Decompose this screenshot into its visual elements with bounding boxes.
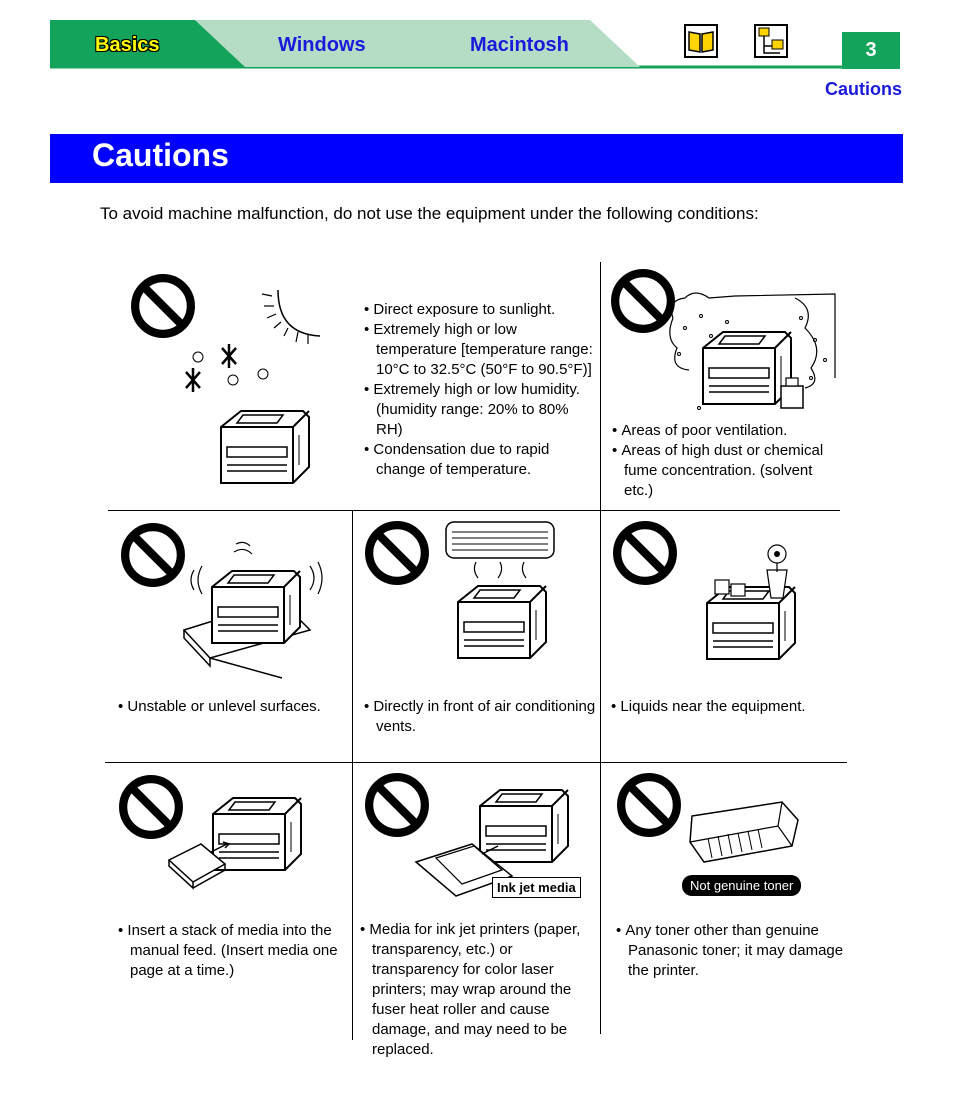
liquids-illustration: [705, 544, 797, 661]
grid-divider: [352, 510, 353, 762]
grid-divider: [105, 762, 847, 763]
not-genuine-toner-label: Not genuine toner: [682, 875, 802, 896]
title-banner: Cautions: [50, 134, 903, 183]
list-item: Any toner other than genuine Panasonic t…: [616, 921, 848, 981]
grid-divider: [108, 510, 840, 511]
nav-tab-bar: Basics Windows Macintosh: [50, 20, 900, 69]
poor-ventilation-illustration: [669, 292, 836, 410]
list-item: Directly in front of air conditioning ve…: [364, 697, 596, 737]
cell-unstable-text: Unstable or unlevel surfaces.: [118, 697, 350, 717]
cell-liquids-text: Liquids near the equipment.: [611, 697, 843, 717]
unstable-surface-illustration: [182, 541, 323, 679]
air-conditioner-illustration: [445, 521, 555, 660]
toner-cartridge-illustration: [689, 801, 799, 863]
page-title: Cautions: [92, 137, 229, 173]
grid-divider: [600, 510, 601, 762]
tab-macintosh-bg: [390, 20, 640, 67]
list-item: Areas of high dust or chemical fume conc…: [612, 441, 842, 501]
list-item: Media for ink jet printers (paper, trans…: [360, 920, 596, 1060]
intro-text: To avoid machine malfunction, do not use…: [100, 204, 759, 223]
tab-basics[interactable]: Basics: [95, 34, 160, 56]
list-item: Condensation due to rapid change of temp…: [364, 440, 596, 480]
prohibition-icon: [616, 772, 682, 838]
network-icon[interactable]: [754, 24, 788, 58]
cell-aircon-text: Directly in front of air conditioning ve…: [364, 697, 596, 737]
prohibition-icon: [612, 520, 678, 586]
inkjet-media-label: Ink jet media: [492, 877, 581, 898]
list-item: Unstable or unlevel surfaces.: [118, 697, 350, 717]
tab-shapes: [50, 20, 900, 69]
manual-feed-illustration: [167, 796, 303, 890]
book-icon[interactable]: [684, 24, 718, 58]
tab-macintosh[interactable]: Macintosh: [470, 34, 569, 56]
list-item: Extremely high or low humidity. (humidit…: [364, 380, 596, 440]
tab-windows-bg: [195, 20, 445, 67]
grid-divider: [600, 262, 601, 510]
list-item: Areas of poor ventilation.: [612, 421, 842, 441]
cell-toner-text: Any toner other than genuine Panasonic t…: [616, 921, 848, 981]
inkjet-media-illustration: [414, 788, 570, 897]
tab-basics-bg: [50, 20, 245, 67]
sunlight-temperature-illustration: [185, 289, 321, 485]
section-link-cautions[interactable]: Cautions: [824, 79, 902, 99]
cell-ventilation-text: Areas of poor ventilation. Areas of high…: [612, 421, 842, 501]
list-item: Insert a stack of media into the manual …: [118, 921, 350, 981]
grid-divider: [352, 762, 353, 1040]
cell-inkjet-text: Media for ink jet printers (paper, trans…: [360, 920, 596, 1060]
prohibition-icon: [364, 520, 430, 586]
tab-windows[interactable]: Windows: [278, 34, 366, 56]
grid-divider: [600, 762, 601, 1034]
list-item: Direct exposure to sunlight.: [364, 300, 596, 320]
list-item: Extremely high or low temperature [tempe…: [364, 320, 596, 380]
page-number: 3: [842, 32, 900, 69]
list-item: Liquids near the equipment.: [611, 697, 843, 717]
cell-manual-feed-text: Insert a stack of media into the manual …: [118, 921, 350, 981]
prohibition-icon: [120, 522, 186, 588]
cell-environment-text: Direct exposure to sunlight. Extremely h…: [364, 300, 596, 480]
